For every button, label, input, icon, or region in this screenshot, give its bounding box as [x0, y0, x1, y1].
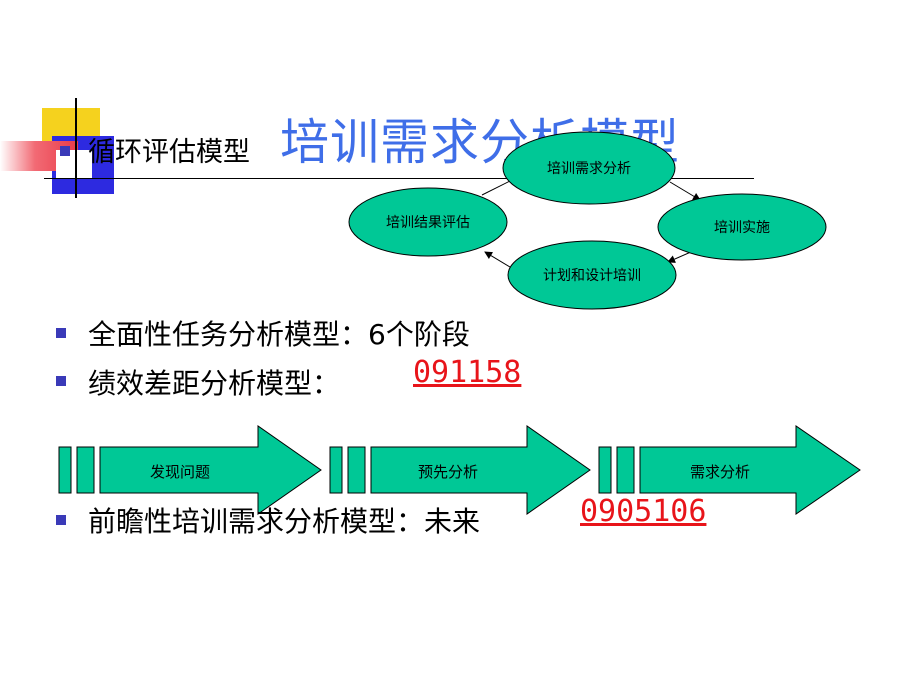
- cycle-label-right: 培训实施: [714, 220, 770, 236]
- title-underline: [44, 178, 754, 179]
- bullet-text-3: 前瞻性培训需求分析模型：未来: [88, 505, 481, 538]
- process-arrow-3: [639, 425, 861, 515]
- cycle-label-top: 培训需求分析: [547, 161, 631, 177]
- cycle-node-right: [657, 193, 827, 261]
- course-code-link-1[interactable]: 091158: [413, 355, 522, 390]
- cycle-arrow-top-to-right: [669, 181, 701, 201]
- cycle-node-left: [348, 187, 508, 257]
- decor-vertical-line: [75, 98, 77, 198]
- cycle-node-top: [502, 131, 676, 205]
- process-step-label-3: 需求分析: [690, 463, 750, 481]
- process-step-1: 发现问题: [58, 425, 322, 515]
- bullet-icon: [56, 376, 66, 386]
- process-arrow-2: [370, 425, 591, 515]
- cycle-label-bottom: 计划和设计培训: [543, 268, 641, 284]
- bullet-text-2: 绩效差距分析模型：: [88, 367, 341, 400]
- process-step-2: 预先分析: [329, 425, 591, 515]
- process-step-label-2: 预先分析: [418, 463, 478, 481]
- bullet-text-1: 全面性任务分析模型：6个阶段: [88, 318, 470, 351]
- cycle-heading: 循环评估模型: [88, 137, 250, 168]
- bullet-icon: [56, 328, 66, 338]
- cycle-node-bottom: [507, 240, 677, 310]
- course-code-link-2[interactable]: 0905106: [580, 494, 707, 529]
- process-step-label-1: 发现问题: [150, 463, 210, 481]
- bullet-icon: [60, 146, 70, 156]
- cycle-label-left: 培训结果评估: [386, 215, 470, 231]
- process-step-3: 需求分析: [598, 425, 861, 515]
- bullet-icon: [56, 515, 66, 525]
- process-arrow-1: [99, 425, 322, 515]
